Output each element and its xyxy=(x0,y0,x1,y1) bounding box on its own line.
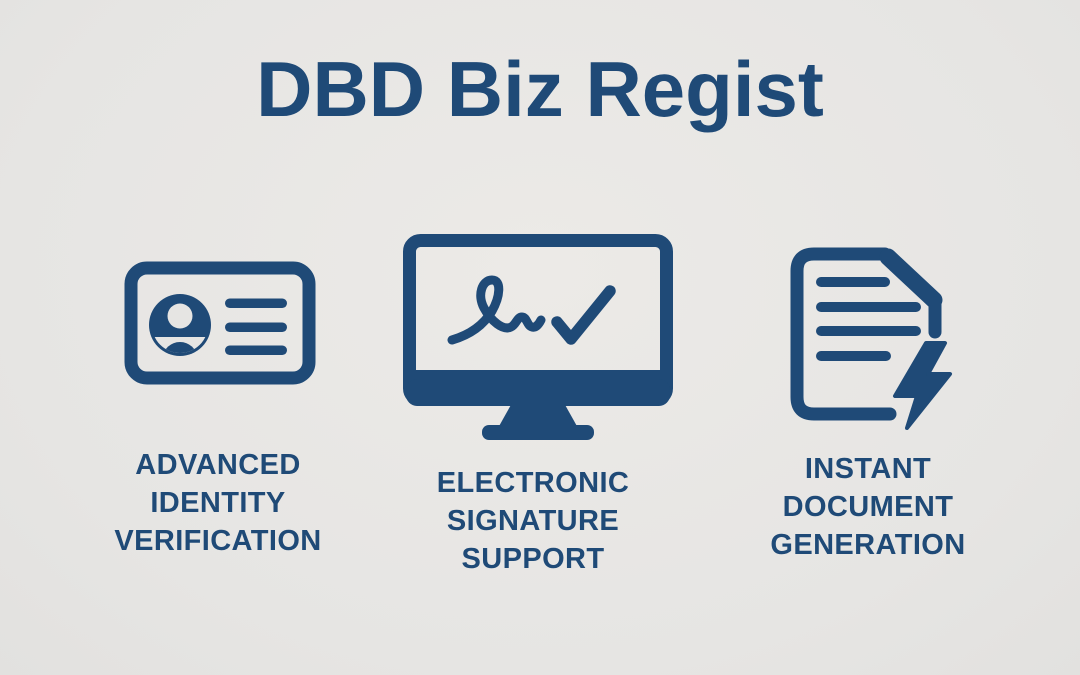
label-line: VERIFICATION xyxy=(114,525,322,557)
label-line: GENERATION xyxy=(770,529,966,561)
label-line: ADVANCED xyxy=(135,449,301,481)
label-line: INSTANT xyxy=(804,453,932,485)
feature-label-document-generation: INSTANT DOCUMENT GENERATION xyxy=(688,450,1048,564)
id-card-icon xyxy=(124,261,316,385)
document-lightning-icon xyxy=(788,246,953,436)
feature-label-signature-support: ELECTRONIC SIGNATURE SUPPORT xyxy=(353,464,713,578)
label-line: SUPPORT xyxy=(461,543,605,575)
page-title: DBD Biz Regist xyxy=(256,45,824,133)
monitor-signature-icon xyxy=(396,227,680,441)
label-line: DOCUMENT xyxy=(782,491,954,523)
feature-label-identity-verification: ADVANCED IDENTITY VERIFICATION xyxy=(38,446,398,560)
label-line: ELECTRONIC xyxy=(436,467,630,499)
label-line: SIGNATURE xyxy=(446,505,620,537)
label-line: IDENTITY xyxy=(150,487,286,519)
